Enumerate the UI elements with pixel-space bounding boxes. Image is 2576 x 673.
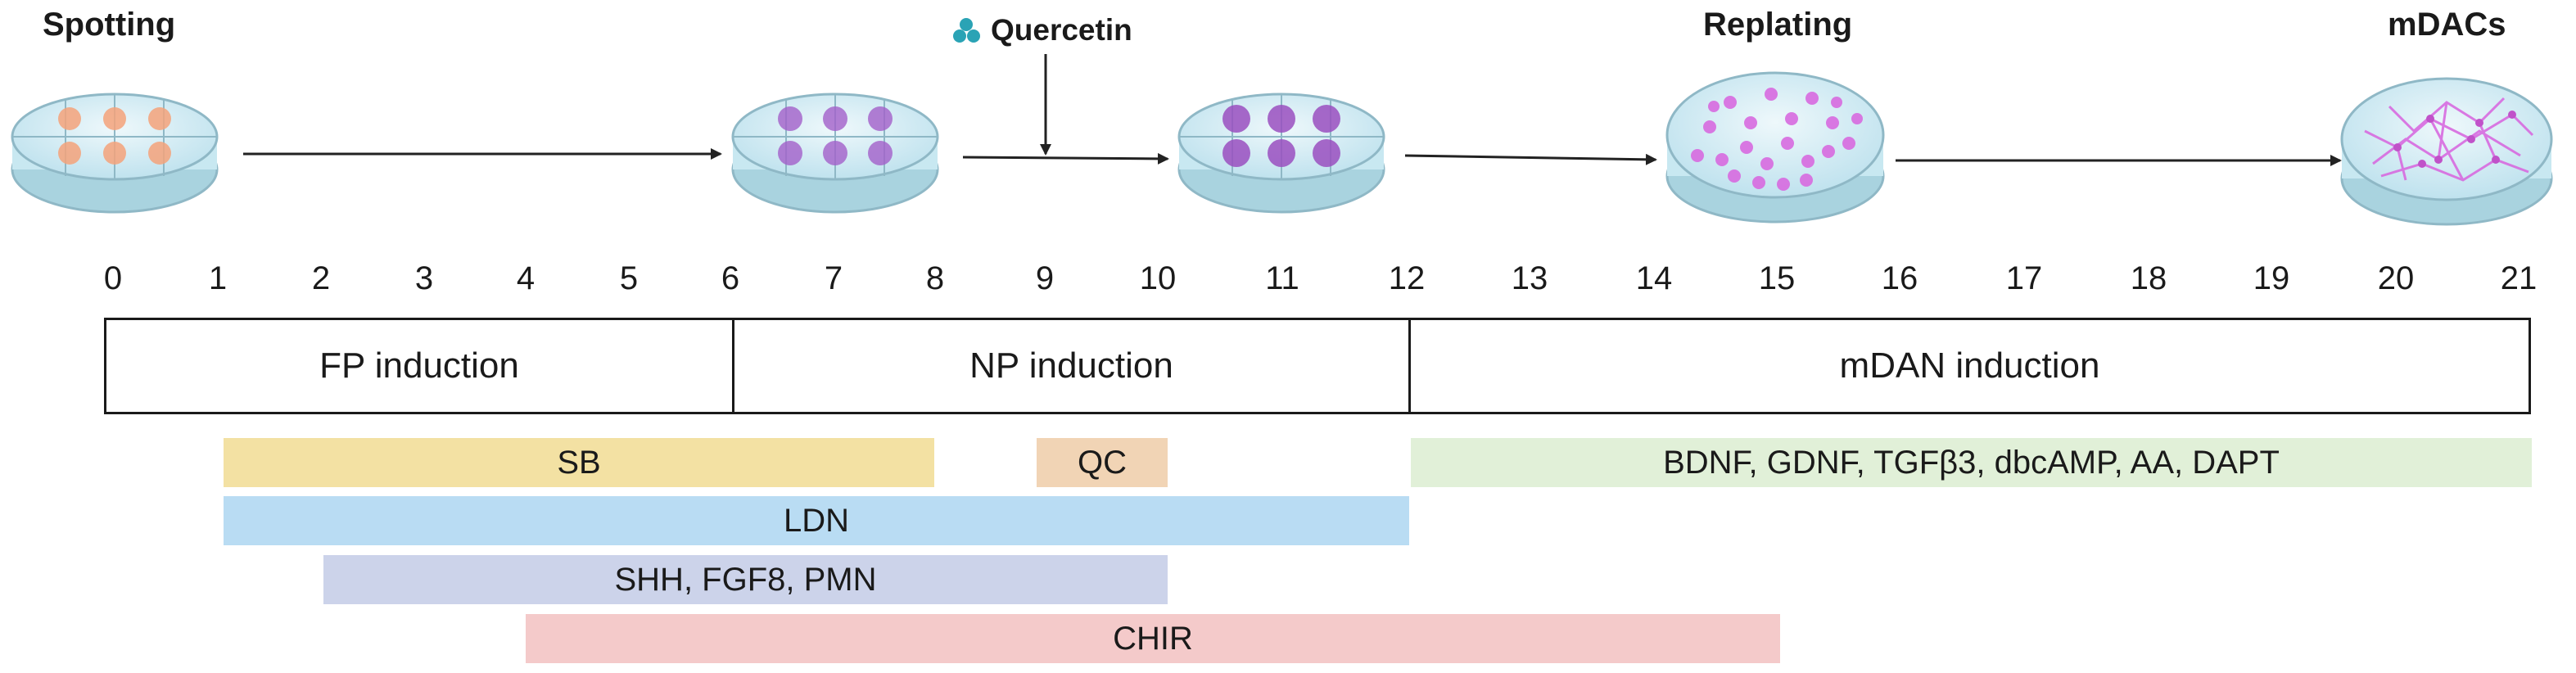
treatment-label: BDNF, GDNF, TGFβ3, dbcAMP, AA, DAPT xyxy=(1663,444,2280,481)
phase-np-induction: NP induction xyxy=(732,318,1411,414)
day-tick: 0 xyxy=(103,260,123,296)
treatment-bar-sb: SB xyxy=(224,438,934,487)
day-tick: 16 xyxy=(1881,260,1918,296)
petri-dish-icon xyxy=(2340,77,2553,226)
treatment-label: CHIR xyxy=(1113,620,1193,657)
day-tick: 9 xyxy=(1035,260,1055,296)
day-tick: 18 xyxy=(2130,260,2167,296)
petri-dish-icon xyxy=(11,93,219,214)
phase-fp-induction: FP induction xyxy=(104,318,734,414)
day-tick: 3 xyxy=(414,260,434,296)
petri-dish-icon xyxy=(1665,71,1885,224)
quercetin-label: Quercetin xyxy=(991,13,1132,47)
molecule-icon xyxy=(953,18,980,43)
treatment-label: QC xyxy=(1078,444,1127,481)
arrow-2 xyxy=(962,152,1169,165)
day-tick: 14 xyxy=(1635,260,1673,296)
day-tick: 4 xyxy=(516,260,536,296)
day-tick: 17 xyxy=(2005,260,2043,296)
treatment-bar-qc: QC xyxy=(1037,438,1168,487)
day-tick: 5 xyxy=(619,260,639,296)
treatment-bar-ldn: LDN xyxy=(224,496,1409,545)
phase-label: NP induction xyxy=(969,346,1173,386)
day-tick: 6 xyxy=(721,260,740,296)
day-tick: 15 xyxy=(1758,260,1796,296)
day-tick: 19 xyxy=(2253,260,2290,296)
treatment-bar-chir: CHIR xyxy=(526,614,1780,663)
day-tick: 11 xyxy=(1265,260,1299,296)
phase-label: FP induction xyxy=(319,346,519,386)
day-tick: 7 xyxy=(824,260,843,296)
day-tick: 1 xyxy=(208,260,228,296)
stage-title-spotting: Spotting xyxy=(43,7,176,43)
treatment-label: SB xyxy=(557,444,601,481)
phase-label: mDAN induction xyxy=(1839,346,2100,386)
day-tick: 13 xyxy=(1511,260,1548,296)
day-tick: 2 xyxy=(311,260,331,296)
stage-title-replating: Replating xyxy=(1703,7,1853,43)
arrow-3 xyxy=(1404,153,1657,165)
treatment-label: SHH, FGF8, PMN xyxy=(614,561,877,598)
phase-mdan-induction: mDAN induction xyxy=(1408,318,2531,414)
petri-dish-icon xyxy=(1177,93,1385,214)
day-tick: 10 xyxy=(1139,260,1177,296)
stage-title-mdacs: mDACs xyxy=(2388,7,2506,43)
treatment-bar-maturation: BDNF, GDNF, TGFβ3, dbcAMP, AA, DAPT xyxy=(1411,438,2532,487)
day-tick: 12 xyxy=(1388,260,1426,296)
treatment-bar-shh: SHH, FGF8, PMN xyxy=(323,555,1168,604)
day-tick: 8 xyxy=(925,260,945,296)
treatment-label: LDN xyxy=(783,502,850,539)
petri-dish-icon xyxy=(731,93,939,214)
day-tick: 20 xyxy=(2377,260,2415,296)
day-tick: 21 xyxy=(2500,260,2538,296)
